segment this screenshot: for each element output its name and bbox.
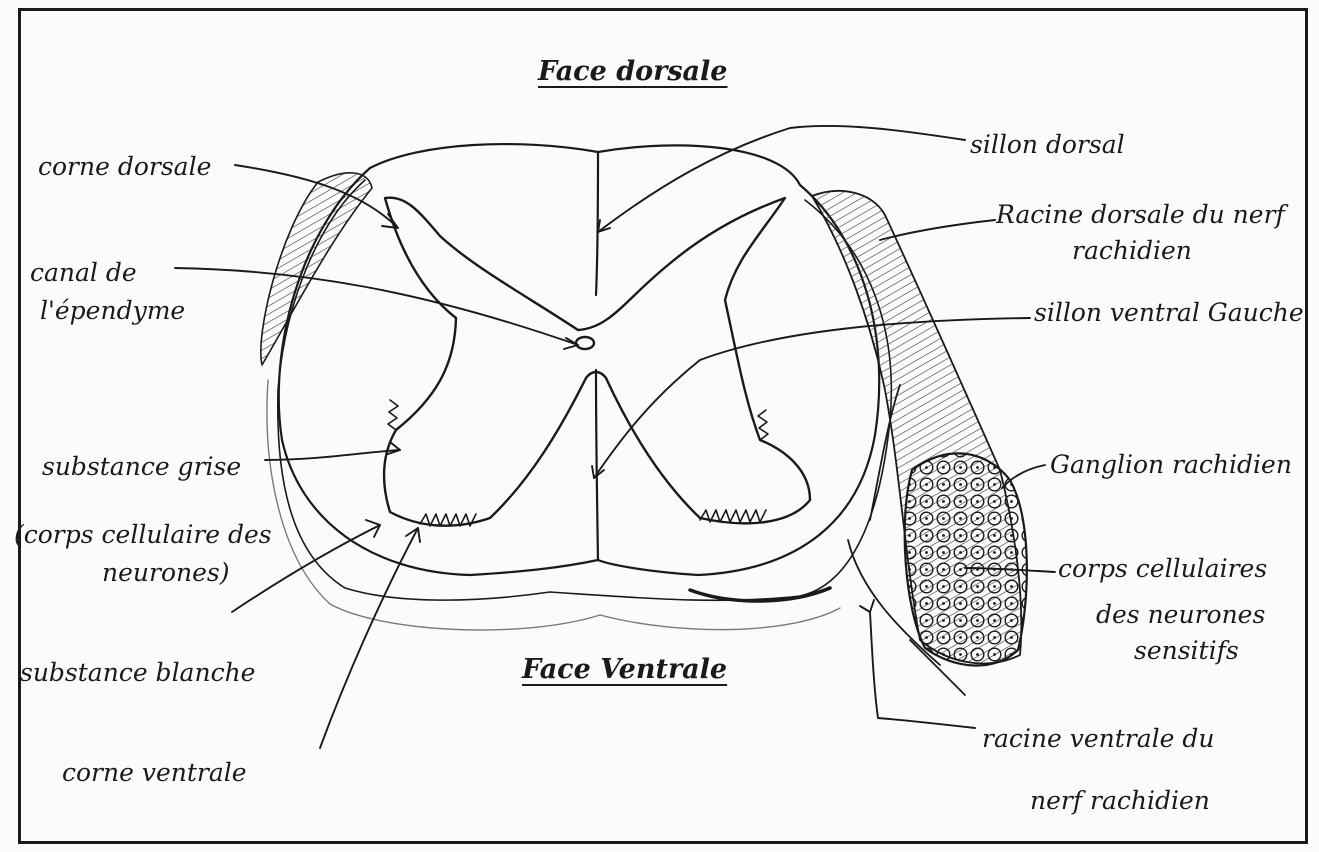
label-grey-matter: substance grise (42, 452, 241, 482)
ventral-median-fissure (596, 370, 598, 560)
arrow-heads (366, 214, 874, 612)
label-central-canal-line2: l'épendyme (40, 296, 185, 326)
pia-mater-outline (278, 180, 892, 600)
label-cell-bodies-line1: corps cellulaires (1058, 554, 1267, 584)
dorsal-median-sulcus (596, 152, 598, 295)
label-ventral-horn: corne ventrale (62, 758, 247, 788)
label-dorsal-sulcus: sillon dorsal (970, 130, 1125, 160)
label-ventral-root-line1: racine ventrale du (982, 724, 1214, 754)
spinal-cord-outline (279, 144, 879, 575)
label-white-matter: substance blanche (20, 658, 255, 688)
left-dorsal-root (261, 173, 372, 365)
label-dorsal-root-line1: Racine dorsale du nerf (996, 200, 1285, 230)
label-dorsal-horn: corne dorsale (38, 152, 211, 182)
label-grey-matter-note-line1: (corps cellulaire des (14, 520, 272, 550)
title-ventral-face: Face Ventrale (522, 654, 727, 686)
label-grey-matter-note-line2: neurones) (102, 558, 229, 588)
label-spinal-ganglion: Ganglion rachidien (1050, 450, 1292, 480)
label-cell-bodies-line2: des neurones (1096, 600, 1265, 630)
title-dorsal-face: Face dorsale (538, 56, 727, 88)
label-dorsal-root-line2: rachidien (1072, 236, 1192, 266)
label-central-canal-line1: canal de (30, 258, 137, 288)
label-cell-bodies-line3: sensitifs (1134, 636, 1239, 666)
ventral-horn-edge-right (700, 510, 766, 522)
lateral-horn-edge (388, 400, 768, 440)
label-ventral-sulcus: sillon ventral Gauche (1034, 298, 1304, 328)
central-canal (576, 337, 594, 349)
spinal-ganglion (905, 453, 1027, 665)
label-ventral-root-line2: nerf rachidien (1030, 786, 1210, 816)
